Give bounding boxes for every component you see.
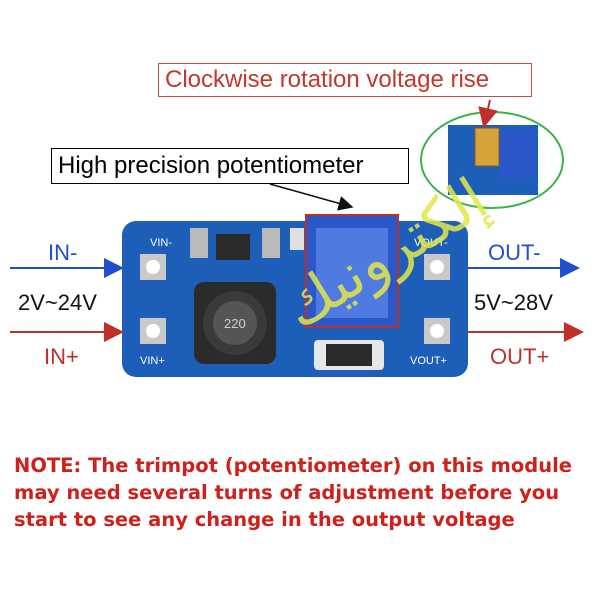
potentiometer-callout: High precision potentiometer [51, 148, 409, 184]
input-range-label: 2V~24V [18, 290, 97, 315]
note-line-3: start to see any change in the output vo… [14, 508, 515, 531]
out-plus-label: OUT+ [490, 344, 550, 369]
in-minus-label: IN- [48, 240, 78, 265]
rotation-callout: Clockwise rotation voltage rise [158, 63, 532, 97]
vout-plus-silk: VOUT+ [410, 355, 447, 367]
output-range-label: 5V~28V [474, 290, 553, 315]
pcb-board [122, 214, 468, 377]
note-line-2: may need several turns of adjustment bef… [14, 481, 560, 504]
vout-minus-silk: VOUT- [414, 237, 448, 249]
note-text: NOTE: The trimpot (potentiometer) on thi… [14, 452, 594, 533]
vin-minus-silk: VIN- [150, 237, 172, 249]
out-minus-label: OUT- [488, 240, 541, 265]
inductor-code: 220 [224, 316, 246, 331]
vin-plus-silk: VIN+ [140, 355, 165, 367]
in-plus-label: IN+ [44, 344, 79, 369]
trimpot-zoom-circle [420, 99, 564, 209]
note-line-1: NOTE: The trimpot (potentiometer) on thi… [14, 454, 573, 477]
